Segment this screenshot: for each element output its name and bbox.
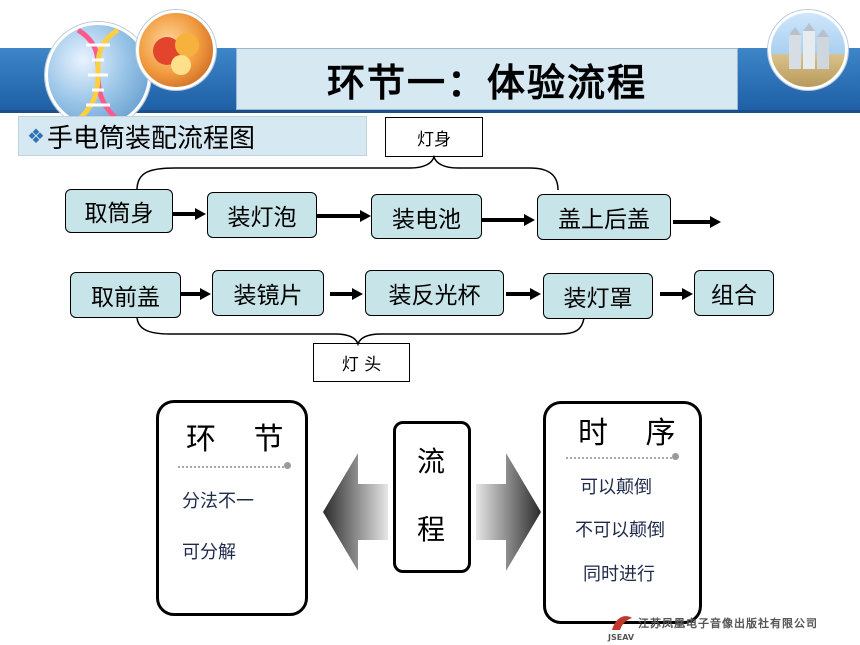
top-brace bbox=[136, 154, 559, 191]
phoenix-logo-icon bbox=[612, 616, 632, 630]
dna-helix-icon bbox=[76, 27, 120, 122]
step-qu-qiangai: 取前盖 bbox=[70, 272, 181, 318]
left-big-arrow bbox=[323, 453, 388, 571]
step-zhuang-jingpian: 装镜片 bbox=[212, 270, 324, 316]
diamond-bullet-icon: ❖ bbox=[27, 124, 45, 148]
step-qu-tongshen: 取筒身 bbox=[65, 189, 173, 233]
panel-shixu-item-2: 不可以颠倒 bbox=[575, 520, 665, 541]
arrow-row2-1 bbox=[181, 288, 211, 300]
arrow-row2-3 bbox=[506, 288, 541, 300]
bottom-brace bbox=[136, 315, 585, 347]
step-zhuang-dianchi: 装电池 bbox=[371, 194, 482, 239]
panel-huanjie-item-1: 分法不一 bbox=[182, 491, 254, 512]
food-image-circle bbox=[136, 10, 216, 90]
panel-huanjie-divider bbox=[178, 466, 284, 468]
panel-shixu-title: 时 序 bbox=[578, 416, 690, 451]
arrow-row2-2 bbox=[330, 288, 363, 300]
page-title: 环节一：体验流程 bbox=[236, 48, 738, 110]
panel-huanjie-title: 环 节 bbox=[186, 422, 298, 457]
header-band-line bbox=[0, 110, 860, 113]
silo-icon bbox=[789, 23, 829, 69]
silo-image-circle bbox=[768, 10, 848, 90]
center-liucheng-box bbox=[393, 421, 471, 573]
publisher-logo bbox=[610, 612, 634, 634]
panel-huanjie-divider-dot bbox=[284, 462, 291, 469]
step-zhuang-fanguangbei: 装反光杯 bbox=[365, 270, 504, 316]
fruit-icon bbox=[153, 33, 199, 75]
publisher-logo-text: JSEAV bbox=[608, 633, 635, 642]
step-gai-hougai: 盖上后盖 bbox=[537, 194, 671, 240]
publisher-name: 江苏凤凰电子音像出版社有限公司 bbox=[638, 617, 818, 630]
right-big-arrow bbox=[476, 453, 541, 571]
panel-shixu-item-1: 可以颠倒 bbox=[580, 477, 652, 498]
panel-huanjie-item-2: 可分解 bbox=[182, 542, 236, 563]
subtitle-text: 手电筒装配流程图 bbox=[46, 123, 255, 154]
panel-shixu-divider bbox=[566, 457, 672, 459]
arrow-row1-2 bbox=[317, 210, 371, 222]
panel-shixu-item-3: 同时进行 bbox=[583, 564, 655, 585]
center-char-liu: 流 bbox=[417, 445, 446, 478]
arrow-row2-4 bbox=[660, 288, 693, 300]
step-zuhe: 组合 bbox=[694, 270, 774, 316]
step-zhuang-dengzhao: 装灯罩 bbox=[543, 273, 653, 319]
arrow-row1-3 bbox=[482, 214, 535, 226]
panel-shixu-divider-dot bbox=[672, 453, 679, 460]
arrow-row1-1 bbox=[173, 208, 206, 220]
subtitle-bar: ❖ 手电筒装配流程图 bbox=[18, 116, 367, 156]
panel-shixu bbox=[543, 401, 702, 624]
step-zhuang-dengpao: 装灯泡 bbox=[207, 192, 317, 238]
center-char-cheng: 程 bbox=[417, 513, 446, 546]
brace-label-bottom: 灯 头 bbox=[313, 343, 410, 382]
arrow-row1-4 bbox=[673, 216, 721, 228]
dna-image-circle bbox=[45, 22, 151, 128]
panel-huanjie bbox=[156, 400, 308, 616]
